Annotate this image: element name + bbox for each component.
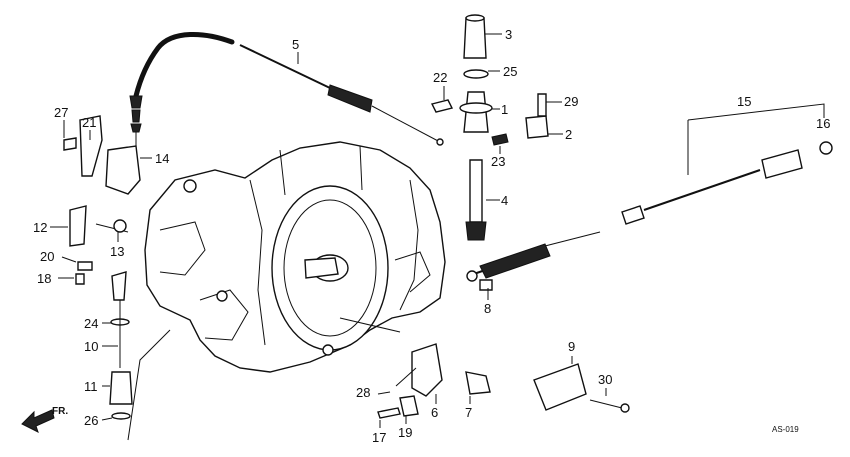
callout-21: 21 — [82, 115, 96, 130]
callout-4: 4 — [501, 193, 508, 208]
left-brackets — [63, 115, 141, 420]
callout-6: 6 — [431, 405, 438, 420]
callout-2: 2 — [565, 127, 572, 142]
front-arrow-label: FR. — [52, 406, 68, 417]
callout-1: 1 — [501, 102, 508, 117]
callout-13: 13 — [110, 244, 124, 259]
callout-9: 9 — [568, 339, 575, 354]
callout-14: 14 — [155, 151, 169, 166]
callout-26: 26 — [84, 413, 98, 428]
front-arrow: FR. — [21, 406, 68, 433]
callout-23: 23 — [491, 154, 505, 169]
speedo-gear-stack — [430, 14, 549, 241]
callout-15: 15 — [737, 94, 751, 109]
callout-28: 28 — [356, 385, 370, 400]
callout-3: 3 — [505, 27, 512, 42]
drawing-code: AS-019 — [772, 425, 799, 434]
callout-30: 30 — [598, 372, 612, 387]
callout-labels: 3 25 1 2 4 5 22 23 29 15 16 27 21 14 12 … — [33, 27, 830, 445]
leader-lines — [50, 33, 825, 428]
callout-10: 10 — [84, 339, 98, 354]
callout-18: 18 — [37, 271, 51, 286]
callout-12: 12 — [33, 220, 47, 235]
callout-27: 27 — [54, 105, 68, 120]
callout-25: 25 — [503, 64, 517, 79]
part-15-shift-cable — [466, 141, 833, 291]
callout-8: 8 — [484, 301, 491, 316]
callout-16: 16 — [816, 116, 830, 131]
bottom-brackets — [377, 343, 630, 419]
callout-11: 11 — [84, 379, 98, 394]
transmission-case — [127, 141, 446, 441]
callout-22: 22 — [433, 70, 447, 85]
callout-20: 20 — [40, 249, 54, 264]
callout-29: 29 — [564, 94, 578, 109]
callout-17: 17 — [372, 430, 386, 445]
part-5-cable — [129, 32, 444, 146]
callout-7: 7 — [465, 405, 472, 420]
callout-24: 24 — [84, 316, 98, 331]
callout-19: 19 — [398, 425, 412, 440]
callout-5: 5 — [292, 37, 299, 52]
